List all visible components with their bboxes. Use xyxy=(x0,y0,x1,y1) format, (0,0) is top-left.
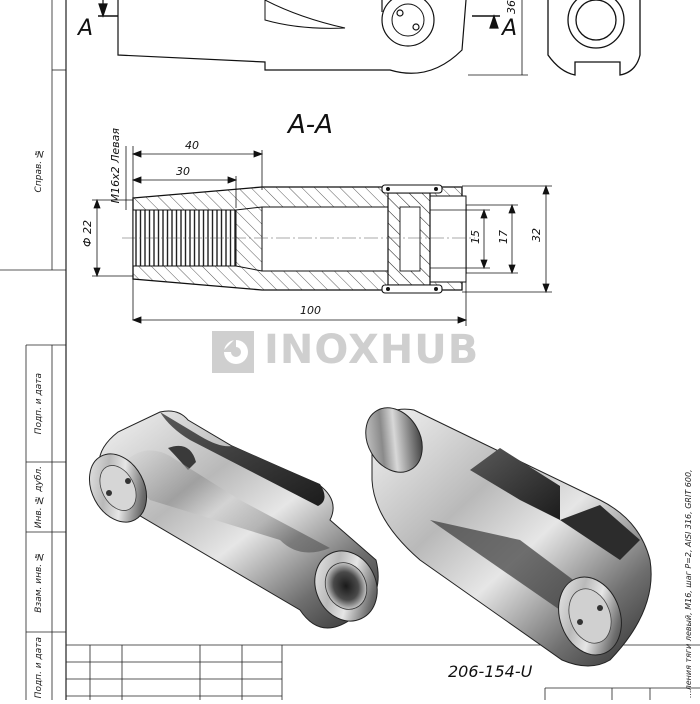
right-margin-note: ...ления тяги левый, М16, шаг Р=2, AISI … xyxy=(684,470,693,698)
dim-diameter-22: Ф 22 xyxy=(81,220,94,247)
dim-40: 40 xyxy=(185,139,199,152)
drawing-number: 206-154-U xyxy=(448,662,533,681)
render-left xyxy=(88,410,379,629)
render-right xyxy=(365,407,652,667)
stamp-inv-dubl: Инв. № дубл. xyxy=(34,465,44,529)
stamp-vzam-inv: Взам. инв. № xyxy=(34,551,44,613)
stamp-sprav: Справ. № xyxy=(34,147,44,193)
section-view xyxy=(122,184,475,294)
stamp-podp-data-1: Подп. и дата xyxy=(34,373,44,435)
thread-label: М16х2 Левая xyxy=(109,128,122,204)
dim-15: 15 xyxy=(469,230,482,244)
dim-36: 36 xyxy=(505,0,518,14)
stamp-podp-data-2: Подп. и дата xyxy=(34,637,44,699)
dim-17: 17 xyxy=(497,230,510,244)
dim-100: 100 xyxy=(300,304,321,317)
top-view xyxy=(98,0,528,76)
section-dimensions xyxy=(92,146,552,326)
watermark-text: INOXHUB xyxy=(264,327,480,373)
watermark-logo xyxy=(212,331,254,373)
section-mark-left: A xyxy=(78,16,94,41)
dim-32: 32 xyxy=(530,228,543,242)
dim-30: 30 xyxy=(176,165,190,178)
section-mark-right: A xyxy=(502,16,518,41)
end-view xyxy=(547,0,641,76)
watermark: INOXHUB xyxy=(212,327,479,373)
section-title: A-A xyxy=(288,110,333,140)
title-block-grid xyxy=(66,644,700,700)
